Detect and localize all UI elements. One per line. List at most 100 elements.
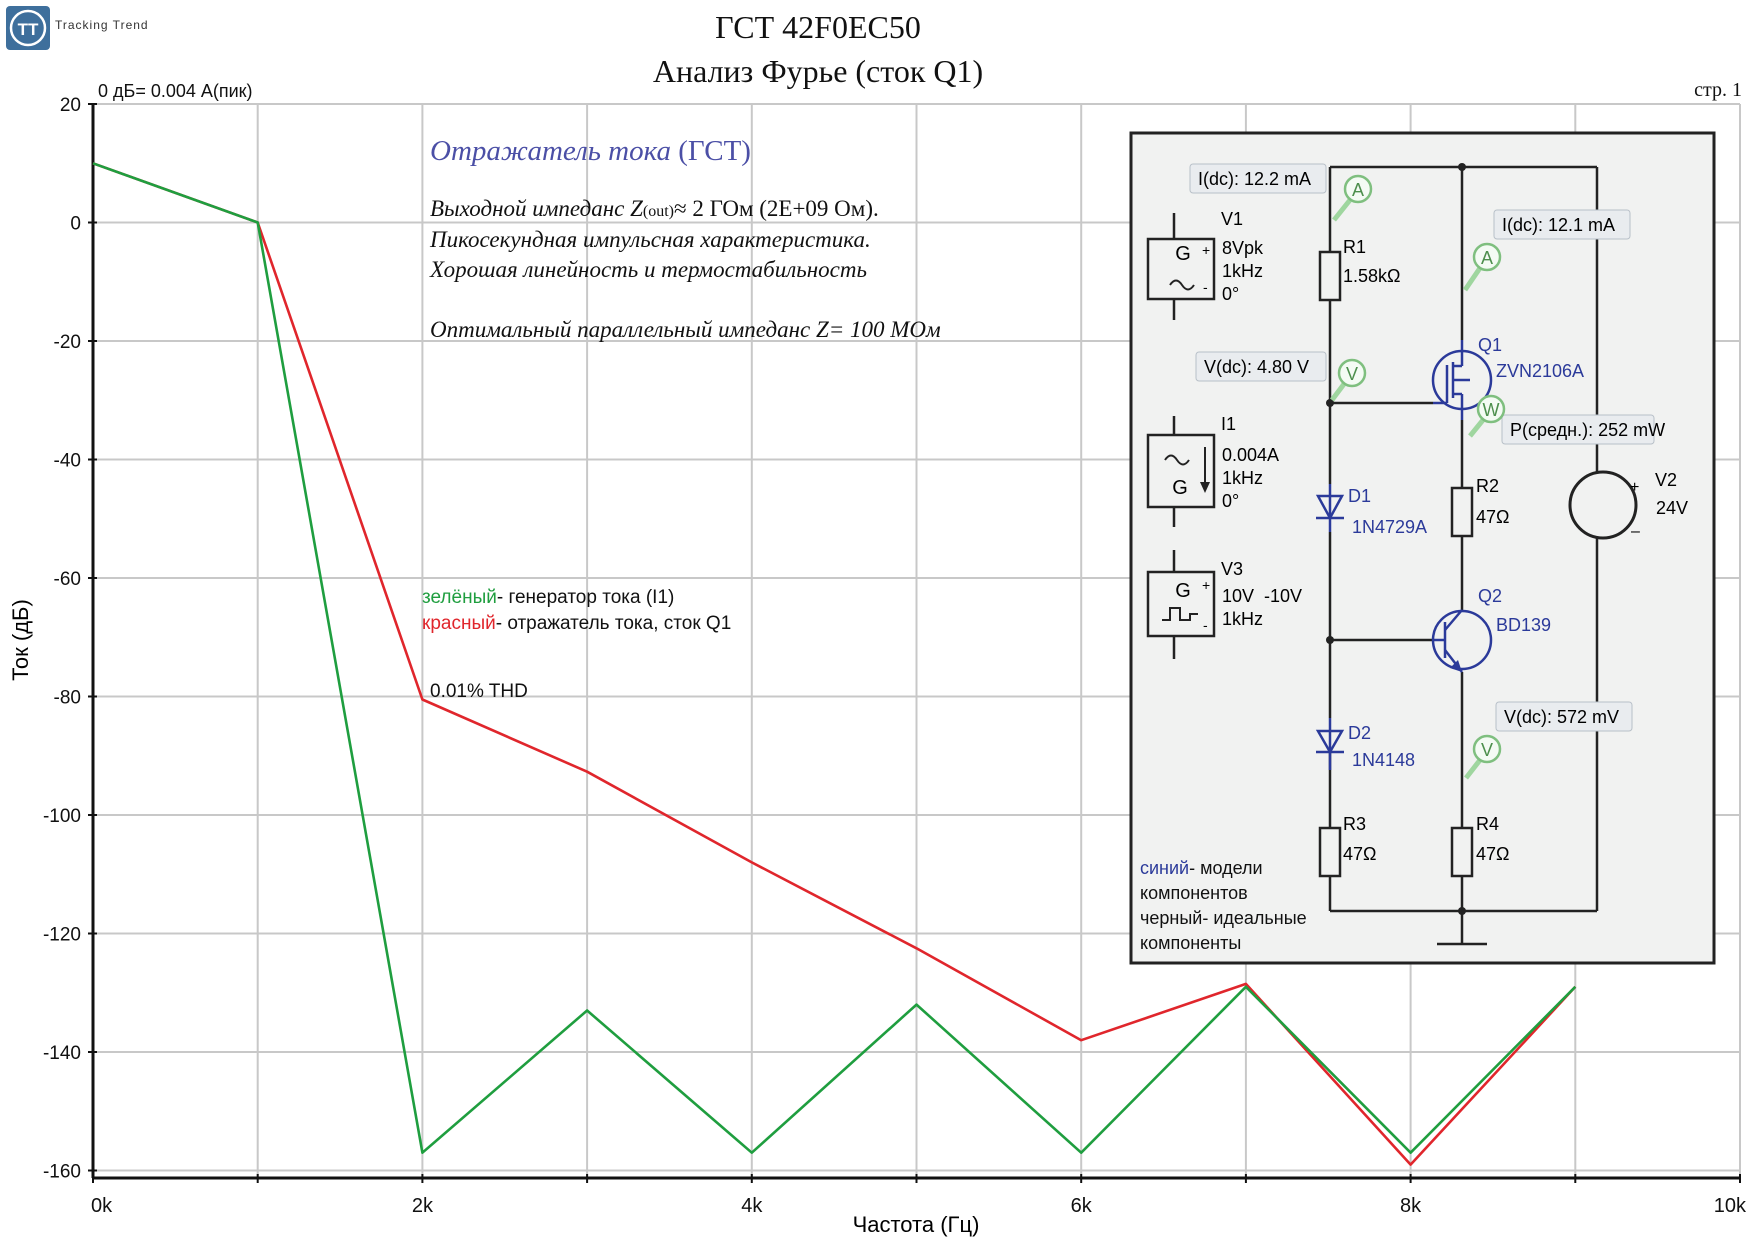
y-axis-label: Ток (дБ)	[8, 599, 33, 681]
voltmeter-probe-icon	[1337, 358, 1367, 388]
v3-symbol	[1146, 570, 1216, 638]
q2-model: BD139	[1496, 615, 1551, 635]
sine-wave-icon	[1169, 279, 1195, 291]
chart-legend: зелёный- генератор тока (I1) красный- от…	[422, 587, 731, 702]
v1-minus-icon: -	[1203, 279, 1208, 295]
notes-block: Отражатель тока (ГСТ) Выходной импеданс …	[429, 135, 941, 342]
ammeter-probe-letter: A	[1352, 180, 1364, 200]
probe-power: P(средн.): 252 mW	[1510, 420, 1665, 440]
chart-series	[92, 162, 1577, 1166]
brand-logo-ring	[9, 9, 47, 47]
probe-gate-voltage: V(dc): 4.80 V	[1204, 357, 1309, 377]
q2-emitter-arrow	[1450, 660, 1462, 672]
q1-symbol	[1431, 340, 1493, 420]
r4-name: R4	[1476, 814, 1499, 834]
v3-g-label: G	[1175, 580, 1191, 602]
d1-name: D1	[1348, 486, 1371, 506]
d1-symbol	[1315, 484, 1345, 532]
probe-q1-current: I(dc): 12.1 mA	[1502, 215, 1615, 235]
y-tick-label: -160	[43, 1162, 81, 1183]
schematic: R1 1.58kΩ R2 47Ω R3 47Ω R4 47Ω D1 1N4729…	[1129, 131, 1716, 965]
y-tick-label: 20	[60, 95, 81, 116]
probe-box-q1-current	[1493, 209, 1631, 240]
v3-frequency: 1kHz	[1222, 609, 1263, 629]
ammeter-probe-letter: A	[1481, 248, 1493, 268]
x-tick-label: 10k	[1714, 1195, 1747, 1217]
series-line-green	[92, 162, 1577, 1154]
schematic-legend-blue-word: синий	[1140, 858, 1189, 878]
page-number: стр. 1	[1694, 79, 1742, 101]
brand-logo-text: TT	[18, 20, 39, 39]
chart-axes	[88, 103, 1741, 1183]
r1-name: R1	[1343, 237, 1366, 257]
y-tick-label: -60	[54, 569, 81, 590]
r4-value: 47Ω	[1476, 844, 1509, 864]
r2-name: R2	[1476, 476, 1499, 496]
d2-name: D2	[1348, 723, 1371, 743]
notes-line-pulse: Пикосекундная импульсная характеристика.	[429, 227, 871, 252]
schematic-legend-blue-line2: компонентов	[1140, 883, 1248, 903]
v1-name: V1	[1221, 209, 1243, 229]
probe-lead	[1468, 418, 1485, 438]
schematic-junctions	[1326, 163, 1466, 915]
voltmeter-probe-letter: V	[1481, 740, 1493, 760]
r3-body	[1318, 826, 1342, 878]
q1-name: Q1	[1478, 335, 1502, 355]
v1-phase: 0°	[1222, 284, 1239, 304]
y-tick-label: -120	[43, 925, 81, 946]
notes-heading-rest: (ГСТ)	[671, 135, 751, 167]
wattmeter-probe-icon	[1476, 394, 1506, 424]
pulse-wave-icon	[1162, 607, 1198, 621]
x-tick-label: 8k	[1400, 1195, 1422, 1217]
wattmeter-probe-letter: W	[1483, 400, 1500, 420]
q1-model: ZVN2106A	[1496, 361, 1584, 381]
probe-lead	[1464, 758, 1482, 780]
i1-phase: 0°	[1222, 491, 1239, 511]
v2-name: V2	[1655, 470, 1677, 490]
current-arrow-head	[1200, 482, 1210, 493]
schematic-legend-black-line2: компоненты	[1140, 933, 1241, 953]
notes-line1-b: ≈ 2 ГОм (2E+09 Ом).	[674, 196, 879, 221]
i1-amplitude: 0.004A	[1222, 445, 1279, 465]
zero-db-label: 0 дБ= 0.004 А(пик)	[98, 81, 253, 101]
probe-lead	[1332, 198, 1352, 222]
v3-minus-icon: -	[1203, 617, 1208, 633]
schematic-legend-blue-rest: - модели	[1189, 858, 1262, 878]
v1-frequency: 1kHz	[1222, 261, 1263, 281]
sine-wave-icon	[1164, 454, 1190, 466]
voltmeter-probe-letter: V	[1346, 364, 1358, 384]
v2-symbol	[1568, 470, 1638, 540]
probe-box-gate-voltage	[1195, 351, 1327, 382]
legend-red-rest: - отражатель тока, сток Q1	[496, 613, 732, 634]
q2-name: Q2	[1478, 586, 1502, 606]
probe-box-power	[1501, 414, 1655, 445]
v3-levels: 10V -10V	[1222, 586, 1302, 606]
i1-name: I1	[1221, 414, 1236, 434]
schematic-legend: синий- модели компонентов черный- идеаль…	[1140, 858, 1307, 953]
v3-plus-icon: +	[1202, 577, 1210, 593]
d1-model: 1N4729A	[1352, 517, 1427, 537]
brand-logo	[6, 6, 50, 50]
legend-red: красный- отражатель тока, сток Q1	[422, 613, 731, 634]
probe-lead	[1330, 382, 1346, 402]
r1-value: 1.58kΩ	[1343, 266, 1401, 286]
probe-box-r1-current	[1189, 163, 1327, 194]
v2-value: 24V	[1656, 498, 1688, 518]
schematic-frame	[1129, 131, 1716, 965]
r3-name: R3	[1343, 814, 1366, 834]
legend-red-word: красный	[422, 613, 496, 634]
series-line-red	[92, 162, 1577, 1166]
r2-value: 47Ω	[1476, 507, 1509, 527]
v2-plus-icon: +	[1630, 479, 1639, 496]
d2-symbol	[1315, 718, 1345, 770]
ammeter-probe-icon	[1472, 242, 1502, 272]
y-tick-label: -80	[54, 688, 81, 709]
page-subtitle: Анализ Фурье (сток Q1)	[653, 53, 983, 89]
x-tick-label: 0k	[91, 1195, 113, 1217]
notes-line-linearity: Хорошая линейность и термостабильность	[429, 257, 867, 282]
schematic-legend-black-line1: черный- идеальные	[1140, 908, 1307, 928]
notes-heading: Отражатель тока (ГСТ)	[430, 135, 751, 167]
x-tick-label: 2k	[412, 1195, 434, 1217]
r1-body	[1318, 250, 1342, 302]
